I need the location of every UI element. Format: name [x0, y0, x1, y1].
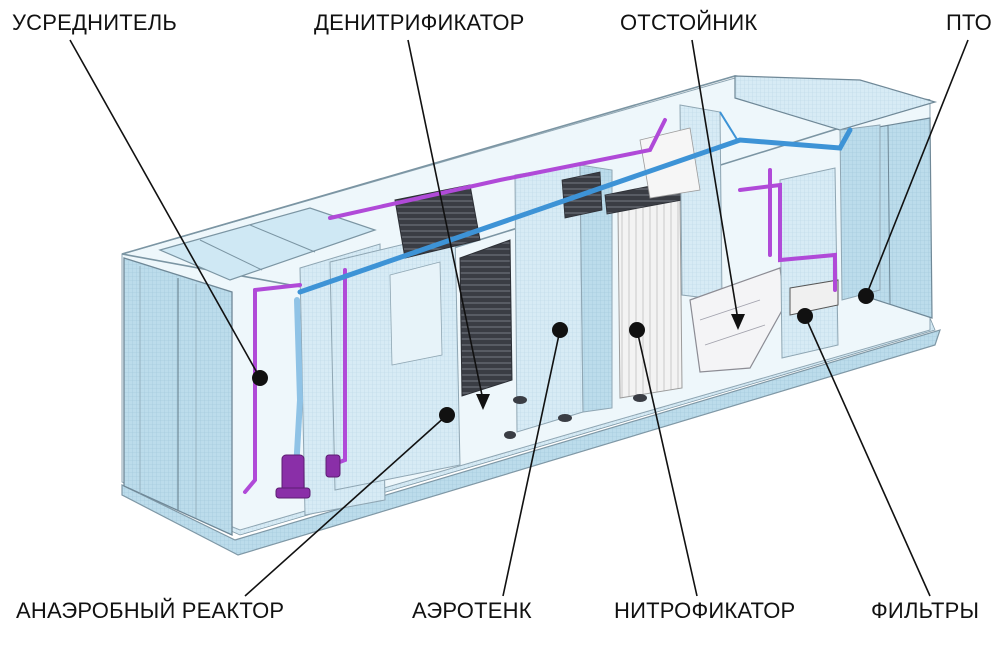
label-denitrifier: ДЕНИТРИФИКАТОР [314, 10, 525, 35]
equalizer-roof [158, 207, 377, 281]
blue-air-manifold [297, 127, 853, 295]
pump-group [275, 454, 341, 499]
label-anaerobic-reactor: АНАЭРОБНЫЙ РЕАКТОР [16, 598, 285, 623]
label-pto: ПТО [946, 10, 992, 35]
label-aerotank: АЭРОТЕНК [412, 598, 532, 623]
dot-pto [858, 288, 874, 304]
leader-dots [252, 288, 874, 423]
base-floor [121, 329, 941, 556]
aerotank-panel-2 [579, 164, 613, 413]
dot-usrednitel [252, 370, 268, 386]
dot-nitrifikator [629, 322, 645, 338]
label-filters: ФИЛЬТРЫ [871, 598, 980, 623]
denitrifier-media [459, 239, 513, 397]
nitrifier-media [617, 195, 683, 399]
label-settler: ОТСТОЙНИК [620, 10, 758, 35]
pto-roof [734, 75, 938, 131]
filter-chamber [779, 167, 839, 359]
label-equalizer: УСРЕДНИТЕЛЬ [12, 10, 177, 35]
leader-lines [69, 39, 969, 597]
arrow-denitrifikator [476, 394, 490, 410]
dot-anaerob [439, 407, 455, 423]
aeration-diffusers [504, 394, 647, 439]
dot-aerotenk [552, 322, 568, 338]
dot-filtry [797, 308, 813, 324]
arrow-otstoynik [731, 314, 745, 330]
flexible-hose [293, 297, 304, 473]
label-nitrifier: НИТРОФИКАТОР [614, 598, 796, 623]
